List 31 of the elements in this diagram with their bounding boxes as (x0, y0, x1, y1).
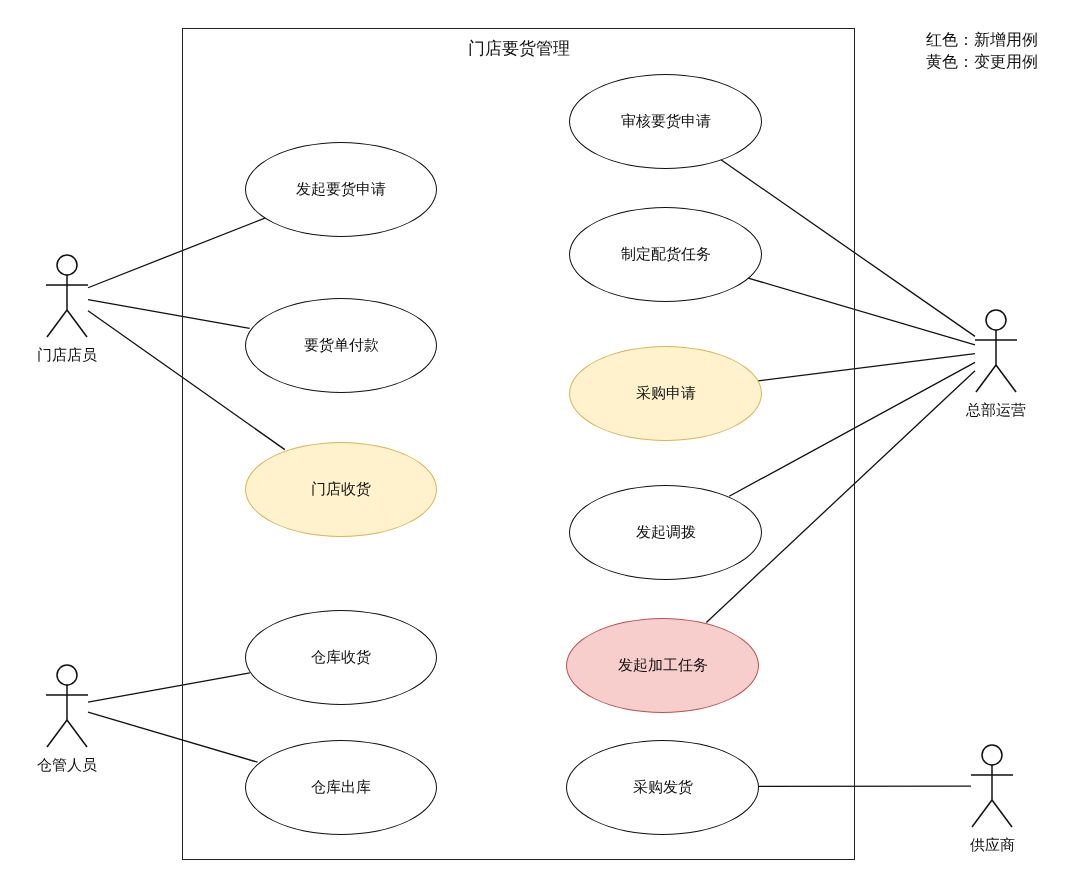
use-case-name: 发起要货申请 (296, 180, 386, 199)
use-case-name: 制定配货任务 (620, 245, 711, 264)
use-case-name: 门店收货 (311, 480, 371, 499)
legend-note: 红色：新增用例 (926, 30, 1038, 51)
actor-figure (975, 309, 1017, 393)
actor-name: 门店店员 (37, 346, 97, 365)
association-line (87, 711, 259, 763)
association-line (728, 361, 976, 497)
association-line (705, 370, 976, 624)
use-case-name: 采购发货 (632, 778, 693, 797)
actor-name: 供应商 (969, 836, 1015, 855)
use-case-name: 仓库出库 (311, 778, 371, 797)
actor-figure (971, 744, 1013, 828)
actor-name: 总部运营 (966, 401, 1026, 420)
association-line (719, 158, 976, 338)
association-line (87, 217, 266, 289)
actor-figure (46, 664, 88, 748)
system-boundary (182, 28, 855, 860)
system-title: 门店要货管理 (466, 37, 571, 60)
legend-note: 黄色：变更用例 (926, 52, 1038, 73)
actor-name: 仓管人员 (37, 756, 97, 775)
use-case-name: 要货单付款 (303, 336, 379, 355)
use-case-name: 仓库收货 (311, 648, 371, 667)
use-case-name: 审核要货申请 (620, 112, 711, 131)
association-line (757, 785, 972, 787)
association-line (87, 672, 251, 703)
use-case-name: 发起加工任务 (617, 656, 708, 675)
association-line (87, 310, 286, 451)
actor-figure (46, 254, 88, 338)
use-case-name: 采购申请 (635, 384, 696, 403)
use-case-name: 发起调拨 (635, 523, 696, 542)
